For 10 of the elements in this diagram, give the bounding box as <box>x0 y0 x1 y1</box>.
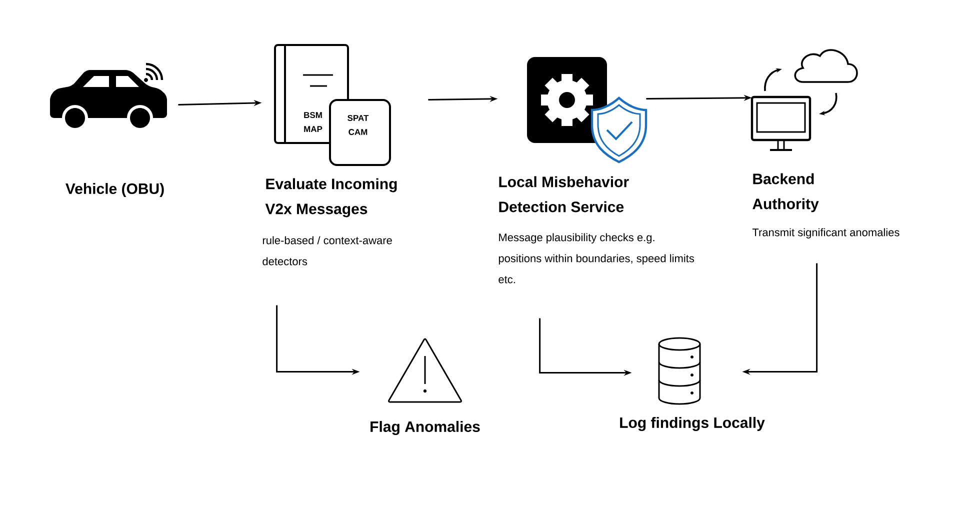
node-heading: Vehicle (OBU) <box>66 183 164 197</box>
node-heading: Log findings Locally <box>620 416 765 432</box>
node-description: Transmit significant anomalies <box>752 228 900 238</box>
node-description: rule-based / context-aware detectors <box>262 236 392 266</box>
node-heading: Evaluate Incoming V2x Messages <box>265 178 397 218</box>
node-description: Message plausibility checks e.g. positions within boundaries, speed limits etc. <box>498 233 694 284</box>
icon-label: SPAT CAM <box>348 115 369 135</box>
node-heading: Flag Anomalies <box>370 420 480 436</box>
node-heading: Backend Authority <box>752 173 819 212</box>
node-heading: Local Misbehavior Detection Service <box>499 176 629 212</box>
